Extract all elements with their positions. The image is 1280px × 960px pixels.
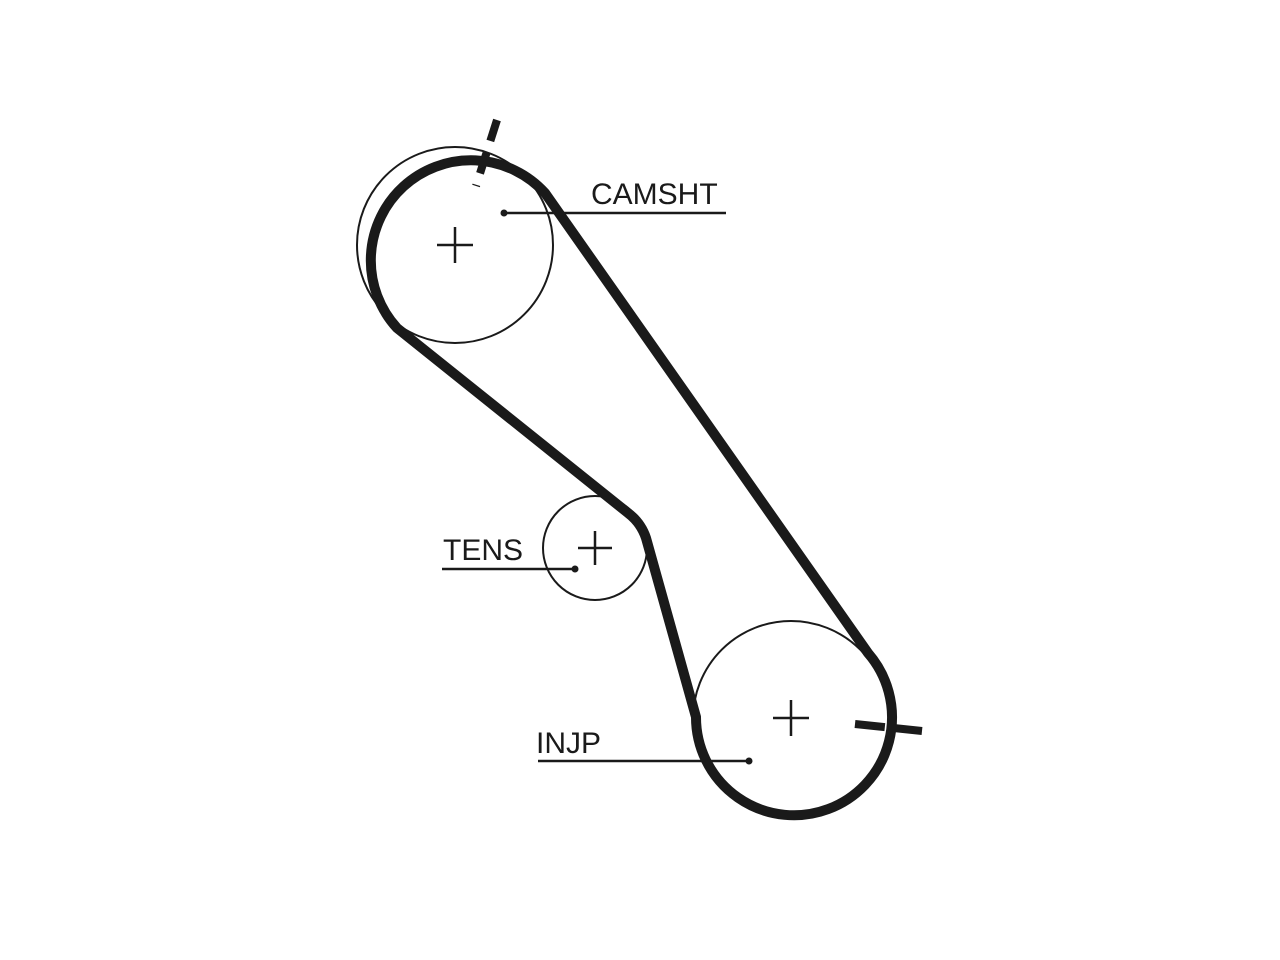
injection-pump-center-mark bbox=[773, 700, 809, 736]
camshaft-center-mark bbox=[437, 227, 473, 263]
tensioner-center-mark bbox=[578, 531, 612, 565]
camshaft-pulley bbox=[356, 146, 554, 344]
camshaft-leader-dot bbox=[500, 209, 508, 217]
camshaft-label: CAMSHT bbox=[591, 178, 718, 211]
timing-belt bbox=[365, 155, 897, 821]
tensioner-leader-dot bbox=[571, 565, 579, 573]
injection-pump-label: INJP bbox=[536, 727, 601, 760]
camshaft-timing-mark bbox=[472, 118, 501, 188]
tensioner-label: TENS bbox=[443, 534, 523, 567]
injection-pump-timing-mark bbox=[854, 720, 923, 735]
injection-pump-leader-dot bbox=[745, 757, 753, 765]
